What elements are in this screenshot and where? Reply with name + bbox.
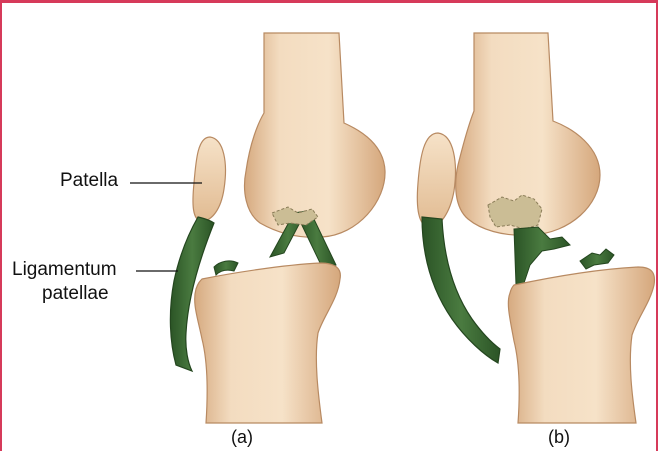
ligamentum-label-line2: patellae — [42, 283, 109, 305]
patella-a — [193, 137, 226, 221]
tibia-a — [195, 263, 341, 423]
torn-ligament-lower-b — [580, 249, 614, 269]
panel-a — [170, 33, 385, 423]
ligamentum-label-line1: Ligamentum — [12, 259, 117, 281]
knee-illustration — [2, 3, 656, 451]
tibia-b — [508, 267, 654, 423]
panel-b — [417, 33, 654, 423]
caption-b: (b) — [548, 427, 570, 447]
caption-a: (a) — [231, 427, 253, 447]
patella-b — [417, 133, 455, 227]
femur-a — [245, 33, 385, 237]
patellar-ligament-b — [422, 217, 500, 363]
patella-label: Patella — [60, 170, 118, 192]
